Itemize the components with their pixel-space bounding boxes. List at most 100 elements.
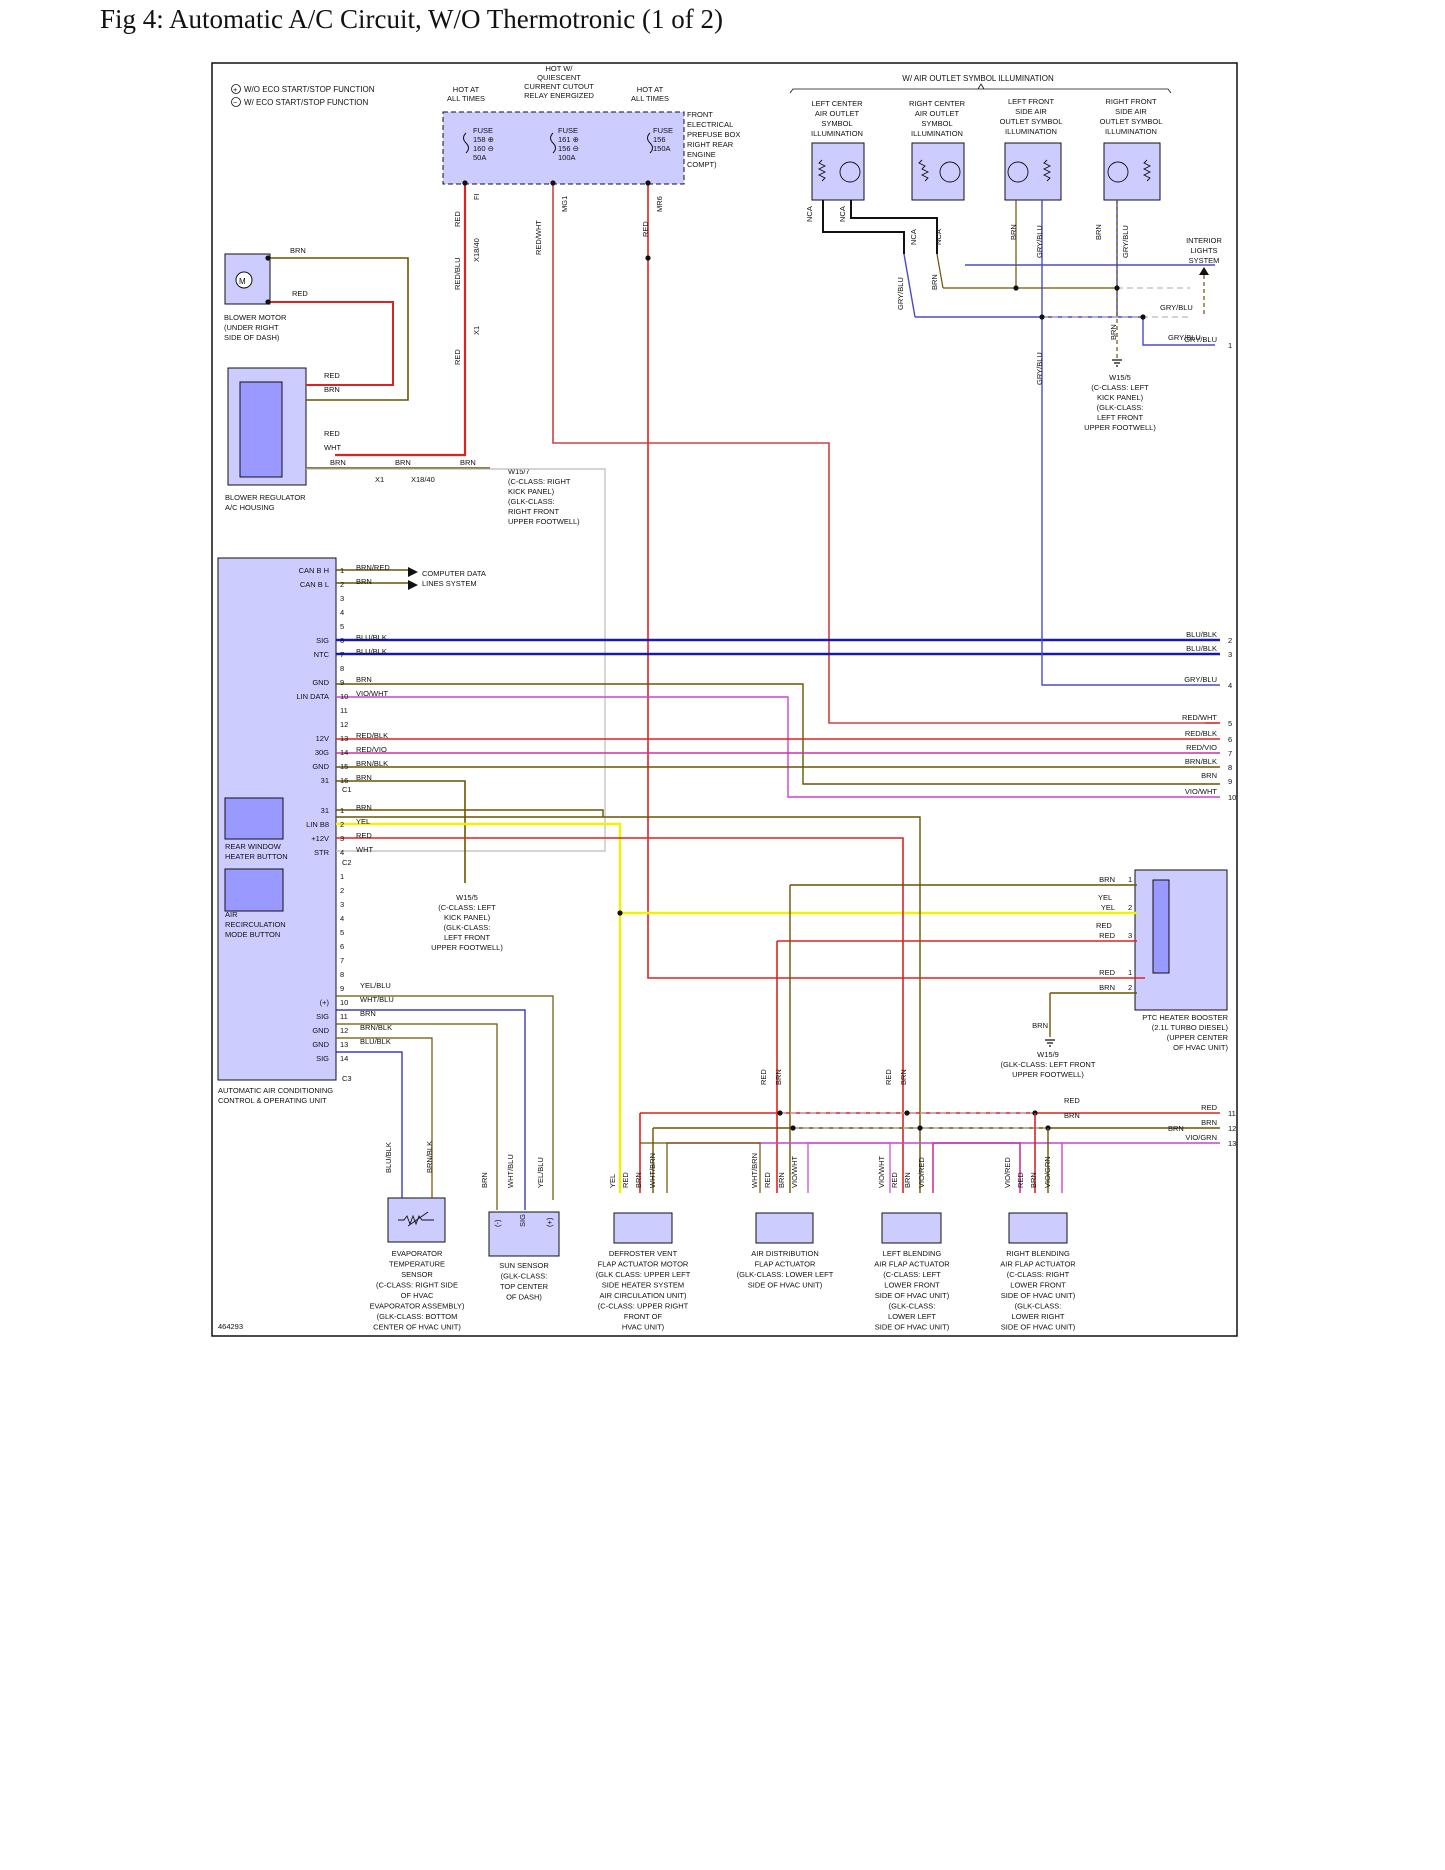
vertical-wire-label: VIO/GRN [1043,1156,1052,1188]
c1-wire-label: RED/VIO [356,745,387,754]
c1-wire-label: BRN [356,675,372,684]
c1-wire-label: BLU/BLK [356,633,387,642]
air-recirculation-button[interactable] [224,868,284,912]
c1-pin-name: NTC [314,650,330,659]
c1-wire-label: BLU/BLK [356,647,387,656]
c3-pin-name: (+) [320,998,330,1007]
left-blending-actuator-box [881,1212,942,1244]
c3-pin-name: GND [312,1040,329,1049]
splice-fuse1 [462,180,468,186]
ptc-pin-number: 1 [1128,875,1132,884]
c1-pin-number: 10 [340,692,348,701]
c3-pin-number: 3 [340,900,344,909]
vertical-wire-label: BRN [899,1069,908,1085]
outlet-box-right-front [1103,142,1161,201]
right-blending-actuator-box [1008,1212,1068,1244]
c1-pin-number: 6 [340,636,344,645]
horizontal-wire-label: RED [1096,921,1112,930]
brn-drop-2 [936,253,944,289]
c2-pin-name: 31 [321,806,329,815]
c3-pin-number: 2 [340,886,344,895]
c2-pin-number: 2 [340,820,344,829]
c1-pin-name: GND [312,678,329,687]
vertical-wire-label: NCA [805,206,814,222]
gry-blu-exit-1 [1142,317,1215,346]
c1-wire-label: BRN [356,773,372,782]
vertical-wire-label: RED/WHT [534,220,543,255]
c2-wire-label: WHT [356,845,373,854]
vertical-wire-label: YEL/BLU [536,1157,545,1188]
right-exit-wire-label: RED/WHT [1182,713,1217,722]
c3-pin-number: 9 [340,984,344,993]
vertical-wire-label: RED [453,349,462,365]
c3-pin-name: SIG [316,1054,329,1063]
c3-pin-number: 6 [340,942,344,951]
right-exit-number: 6 [1228,735,1232,744]
c1-pin-number: 5 [340,622,344,631]
right-exit-number: 1 [1228,341,1232,350]
red-wire-fuse156-to-ptc [647,183,1145,979]
vertical-wire-label: WHT/BLU [506,1154,515,1188]
horizontal-wire-label: RED [292,289,308,298]
horizontal-wire-label: BRN [460,458,476,467]
vertical-wire-label: RED [1016,1172,1025,1188]
splice-fuse3 [645,180,651,186]
c1-pin-name: CAN B L [300,580,329,589]
vertical-wire-label: BLU/BLK [384,1142,393,1173]
outlet-box-left-front [1004,142,1062,201]
vertical-wire-label: RED [890,1172,899,1188]
splice-yel [617,910,623,916]
c2-pin-number: 3 [340,834,344,843]
wht-brn-air-dist [640,1142,761,1193]
c2-pin-name: +12V [311,834,329,843]
c1-pin-number: 13 [340,734,348,743]
horizontal-wire-label: BRN [330,458,346,467]
vertical-wire-label: BRN [634,1172,643,1188]
c1-pin-number: 12 [340,720,348,729]
c1-pin-name: SIG [316,636,329,645]
vertical-wire-label: GRY/BLU [1035,352,1044,385]
yel-wire-c2-2 [336,822,622,1193]
connector-c3-label: C3 [342,1074,352,1083]
ptc-wire-label: BRN [1099,875,1115,884]
sun-sensor-pin-sig: SIG [518,1214,527,1227]
legend-minus-icon [231,97,241,107]
ptc-wire-label: BRN [1099,983,1115,992]
horizontal-wire-label: WHT [324,443,341,452]
vertical-wire-label: VIO/WHT [877,1156,886,1188]
vertical-wire-label: BRN [1109,324,1118,340]
ptc-pin-number: 3 [1128,931,1132,940]
red-wire-c2-3 [336,837,904,1193]
brn-wire-motor-to-regulator [268,257,409,401]
red-wire-fuse158-to-regulator [335,183,467,457]
figure-id: 464293 [218,1322,243,1331]
c1-pin-number: 2 [340,580,344,589]
vertical-wire-label: GRY/BLU [1035,225,1044,258]
ptc-label: PTC HEATER BOOSTER(2.1L TURBO DIESEL)(UP… [1142,1013,1228,1052]
horizontal-wire-label: RED [324,371,340,380]
right-exit-number: 8 [1228,763,1232,772]
splice-gry-1 [1039,314,1045,320]
fuse-2-symbol [550,132,556,154]
c1-pin-number: 4 [340,608,344,617]
legend-plus-icon [231,84,241,94]
page-title: Fig 4: Automatic A/C Circuit, W/O Thermo… [100,4,723,34]
rear-window-heater-button[interactable] [224,797,284,840]
led-icon-2 [939,161,961,183]
splice-gry-2 [1140,314,1146,320]
c1-pin-name: 30G [315,748,329,757]
vertical-wire-label: RED/BLU [453,257,462,290]
right-exit-number: 13 [1228,1139,1236,1148]
c3-pin-number: 13 [340,1040,348,1049]
right-exit-wire-label: RED/VIO [1186,743,1217,752]
outlet-box-left-center [811,142,865,201]
